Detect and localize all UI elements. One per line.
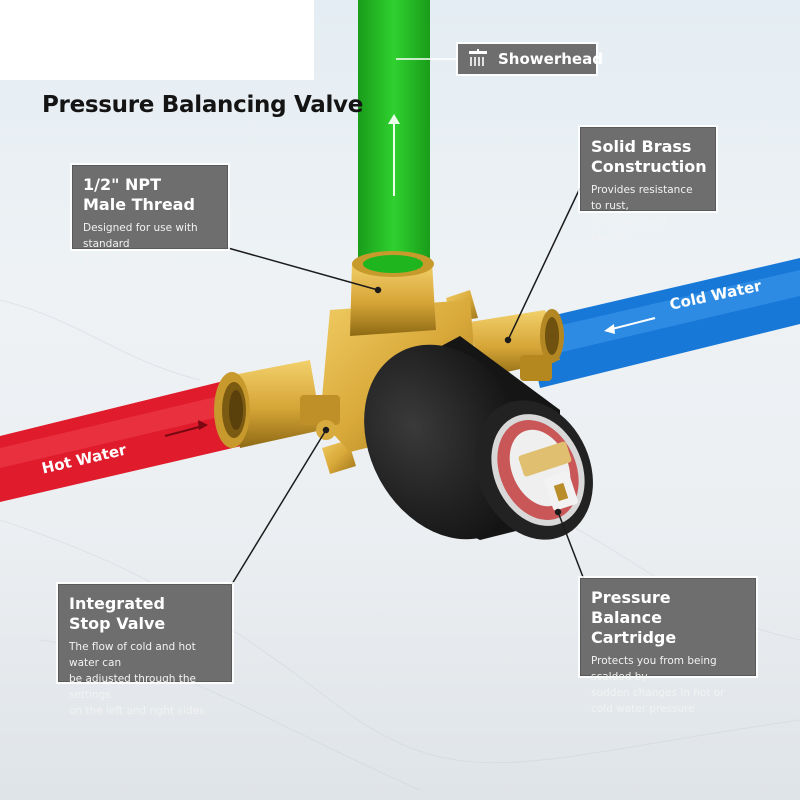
black-cartridge-cap: [364, 336, 593, 540]
leader-stop: [231, 429, 327, 585]
callout-solid-brass: Solid Brass Construction Provides resist…: [580, 127, 716, 244]
callout-stop-valve: Integrated Stop Valve The flow of cold a…: [58, 584, 232, 717]
leader-lines: [227, 58, 589, 591]
callout-stop-heading: Integrated Stop Valve: [69, 594, 166, 633]
callout-brass-heading: Solid Brass Construction: [591, 137, 707, 176]
callout-cartridge-text: Protects you from being scalded by sudde…: [591, 655, 725, 715]
showerhead-icon: [469, 49, 487, 66]
page-title: Pressure Balancing Valve: [42, 92, 364, 118]
callout-npt-heading: 1/2" NPT Male Thread: [83, 175, 195, 214]
callout-stop-text: The flow of cold and hot water can be ad…: [69, 641, 205, 717]
showerhead-label: Showerhead: [458, 44, 603, 74]
leader-brass: [507, 187, 581, 341]
hot-water-arrow: [164, 425, 204, 437]
showerhead-text: Showerhead: [498, 50, 603, 68]
callout-cartridge-heading: Pressure Balance Cartridge: [591, 588, 677, 647]
leader-cartridge: [557, 511, 589, 591]
leader-npt: [227, 247, 379, 291]
callout-pressure-cartridge: Pressure Balance Cartridge Protects you …: [580, 578, 756, 715]
callout-npt-text: Designed for use with standard 1/2" US p…: [83, 222, 198, 282]
callout-brass-text: Provides resistance to rust, corrosion, …: [591, 184, 693, 244]
white-corner-panel: [0, 0, 314, 80]
callout-npt-thread: 1/2" NPT Male Thread Designed for use wi…: [72, 165, 228, 282]
cold-water-arrow: [607, 317, 656, 331]
